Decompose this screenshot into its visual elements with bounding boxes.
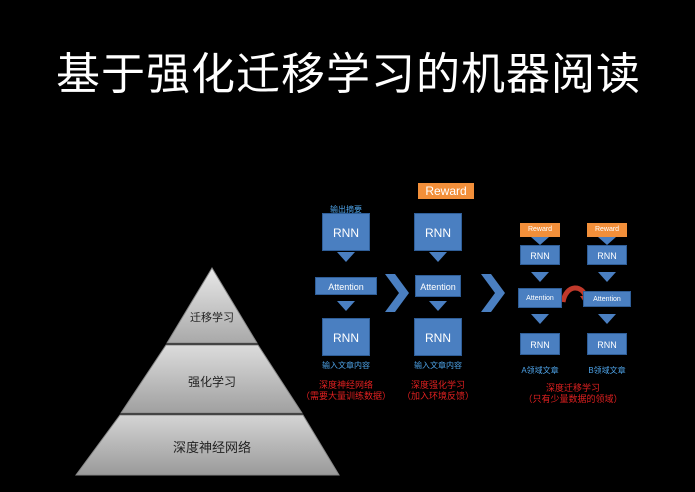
col3a-attention: Attention <box>518 288 562 308</box>
col3a-rnn-top-label: RNN <box>530 251 550 261</box>
col2-reward: Reward <box>418 183 474 199</box>
col1-arrow-top <box>337 252 355 262</box>
col3b-reward: Reward <box>587 223 627 237</box>
col3-caption-line2: （只有少量数据的领域） <box>523 394 623 404</box>
pyramid-middle-layer <box>120 344 303 414</box>
col3b-arrow-1 <box>598 237 616 245</box>
col2-caption-line2: （加入环境反馈） <box>401 391 474 401</box>
col1-rnn-bottom-label: RNN <box>333 331 359 345</box>
col1-rnn-top-label: RNN <box>333 226 359 240</box>
col2-arrow-mid <box>429 301 447 311</box>
col2-caption-line1: 深度强化学习 <box>410 380 465 390</box>
col2-rnn-bottom: RNN <box>414 318 462 356</box>
slide-title: 基于强化迁移学习的机器阅读 <box>56 49 641 100</box>
col1-attention: Attention <box>315 277 377 295</box>
col1-rnn-top: RNN <box>322 213 370 251</box>
pyramid-top-layer <box>166 267 258 344</box>
col3a-attention-label: Attention <box>526 295 554 302</box>
pyramid-bottom-label: 深度神经网络 <box>172 440 251 455</box>
col3a-reward: Reward <box>520 223 560 237</box>
col3b-rnn-top: RNN <box>587 245 627 265</box>
col2-rnn-top: RNN <box>414 213 462 251</box>
col3b-arrow-2 <box>598 272 616 282</box>
col3b-reward-label: Reward <box>594 226 620 233</box>
col3a-arrow-3 <box>531 314 549 324</box>
pyramid-middle-label: 强化学习 <box>187 375 236 389</box>
col3-caption: 深度迁移学习 （只有少量数据的领域） <box>508 383 638 405</box>
col3b-rnn-top-label: RNN <box>597 251 617 261</box>
pyramid-top-label: 迁移学习 <box>190 312 234 324</box>
col3b-input-label: B领域文章 <box>588 366 626 375</box>
col3b-attention: Attention <box>583 291 631 307</box>
col2-rnn-top-label: RNN <box>425 226 451 240</box>
pyramid-bottom-layer <box>75 414 340 476</box>
chevron-right-icon <box>385 274 409 312</box>
col3a-rnn-bottom-label: RNN <box>530 340 550 350</box>
col1-caption: 深度神经网络 （需要大量训练数据） <box>292 380 400 402</box>
col1-rnn-bottom: RNN <box>322 318 370 356</box>
chevron-right-icon <box>481 274 505 312</box>
col1-caption-line1: 深度神经网络 <box>318 380 373 390</box>
col2-rnn-bottom-label: RNN <box>425 331 451 345</box>
col3b-rnn-bottom: RNN <box>587 333 627 355</box>
col1-arrow-mid <box>337 301 355 311</box>
col3a-input-label: A领域文章 <box>521 366 559 375</box>
col3b-arrow-3 <box>598 314 616 324</box>
col1-caption-line2: （需要大量训练数据） <box>300 391 391 401</box>
col2-caption: 深度强化学习 （加入环境反馈） <box>384 380 492 402</box>
col2-attention: Attention <box>415 275 461 297</box>
col3b-attention-label: Attention <box>593 296 621 303</box>
col3b-rnn-bottom-label: RNN <box>597 340 617 350</box>
col1-input-label: 输入文章内容 <box>322 361 370 370</box>
col3a-arrow-2 <box>531 272 549 282</box>
col2-arrow-top <box>429 252 447 262</box>
col1-attention-label: Attention <box>328 282 364 292</box>
col3a-reward-label: Reward <box>527 226 553 233</box>
col3a-arrow-1 <box>531 237 549 245</box>
col2-attention-label: Attention <box>420 282 456 292</box>
col2-input-label: 输入文章内容 <box>414 361 462 370</box>
col1-output-label: 输出摘要 <box>330 205 362 214</box>
col3a-rnn-top: RNN <box>520 245 560 265</box>
col3a-rnn-bottom: RNN <box>520 333 560 355</box>
col3-caption-line1: 深度迁移学习 <box>545 383 600 393</box>
col2-reward-label: Reward <box>425 184 467 198</box>
